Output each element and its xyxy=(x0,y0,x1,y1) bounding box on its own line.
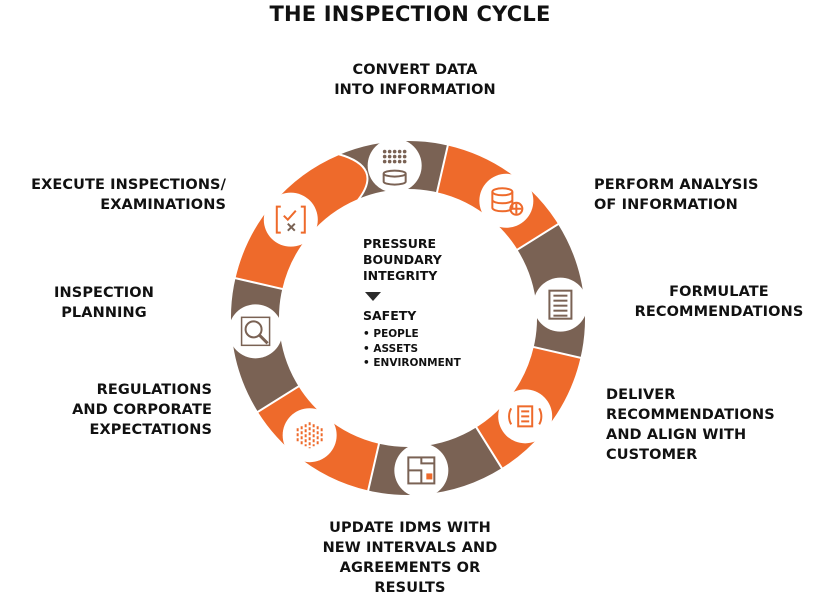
checklist-inspection-icon xyxy=(263,192,318,247)
database-analysis-icon xyxy=(479,173,534,228)
center-block: PRESSURE BOUNDARY INTEGRITY SAFETY PEOPL… xyxy=(363,236,483,371)
step-label-execute-inspections: EXECUTE INSPECTIONS/ EXAMINATIONS xyxy=(31,177,226,213)
safety-item: PEOPLE xyxy=(363,327,483,342)
magnifier-planning-icon xyxy=(228,304,283,359)
step-label-perform-analysis: PERFORM ANALYSIS OF INFORMATION xyxy=(594,177,759,213)
step-label-deliver-recommendations: DELIVER RECOMMENDATIONS AND ALIGN WITH C… xyxy=(606,387,775,463)
step-label-convert-data: CONVERT DATA INTO INFORMATION xyxy=(334,62,496,98)
center-title: PRESSURE BOUNDARY INTEGRITY xyxy=(363,236,442,283)
safety-item: ENVIRONMENT xyxy=(363,356,483,371)
down-triangle-icon xyxy=(365,292,381,301)
document-delivery-icon xyxy=(498,389,553,444)
safety-item: ASSETS xyxy=(363,342,483,357)
cycle-icons xyxy=(228,138,588,498)
safety-title: SAFETY xyxy=(363,308,417,323)
step-label-formulate-recommendations: FORMULATE RECOMMENDATIONS xyxy=(634,284,804,320)
regulations-pattern-icon xyxy=(282,408,337,463)
network-update-icon xyxy=(394,443,449,498)
safety-list: PEOPLE ASSETS ENVIRONMENT xyxy=(363,327,483,371)
document-list-icon xyxy=(533,277,588,332)
step-label-regulations: REGULATIONS AND CORPORATE EXPECTATIONS xyxy=(72,382,212,438)
diagram-title: THE INSPECTION CYCLE xyxy=(269,2,551,26)
step-label-inspection-planning: INSPECTION PLANNING xyxy=(54,285,154,321)
step-label-update-idms: UPDATE IDMS WITH NEW INTERVALS AND AGREE… xyxy=(322,520,498,596)
data-database-icon xyxy=(367,138,422,193)
